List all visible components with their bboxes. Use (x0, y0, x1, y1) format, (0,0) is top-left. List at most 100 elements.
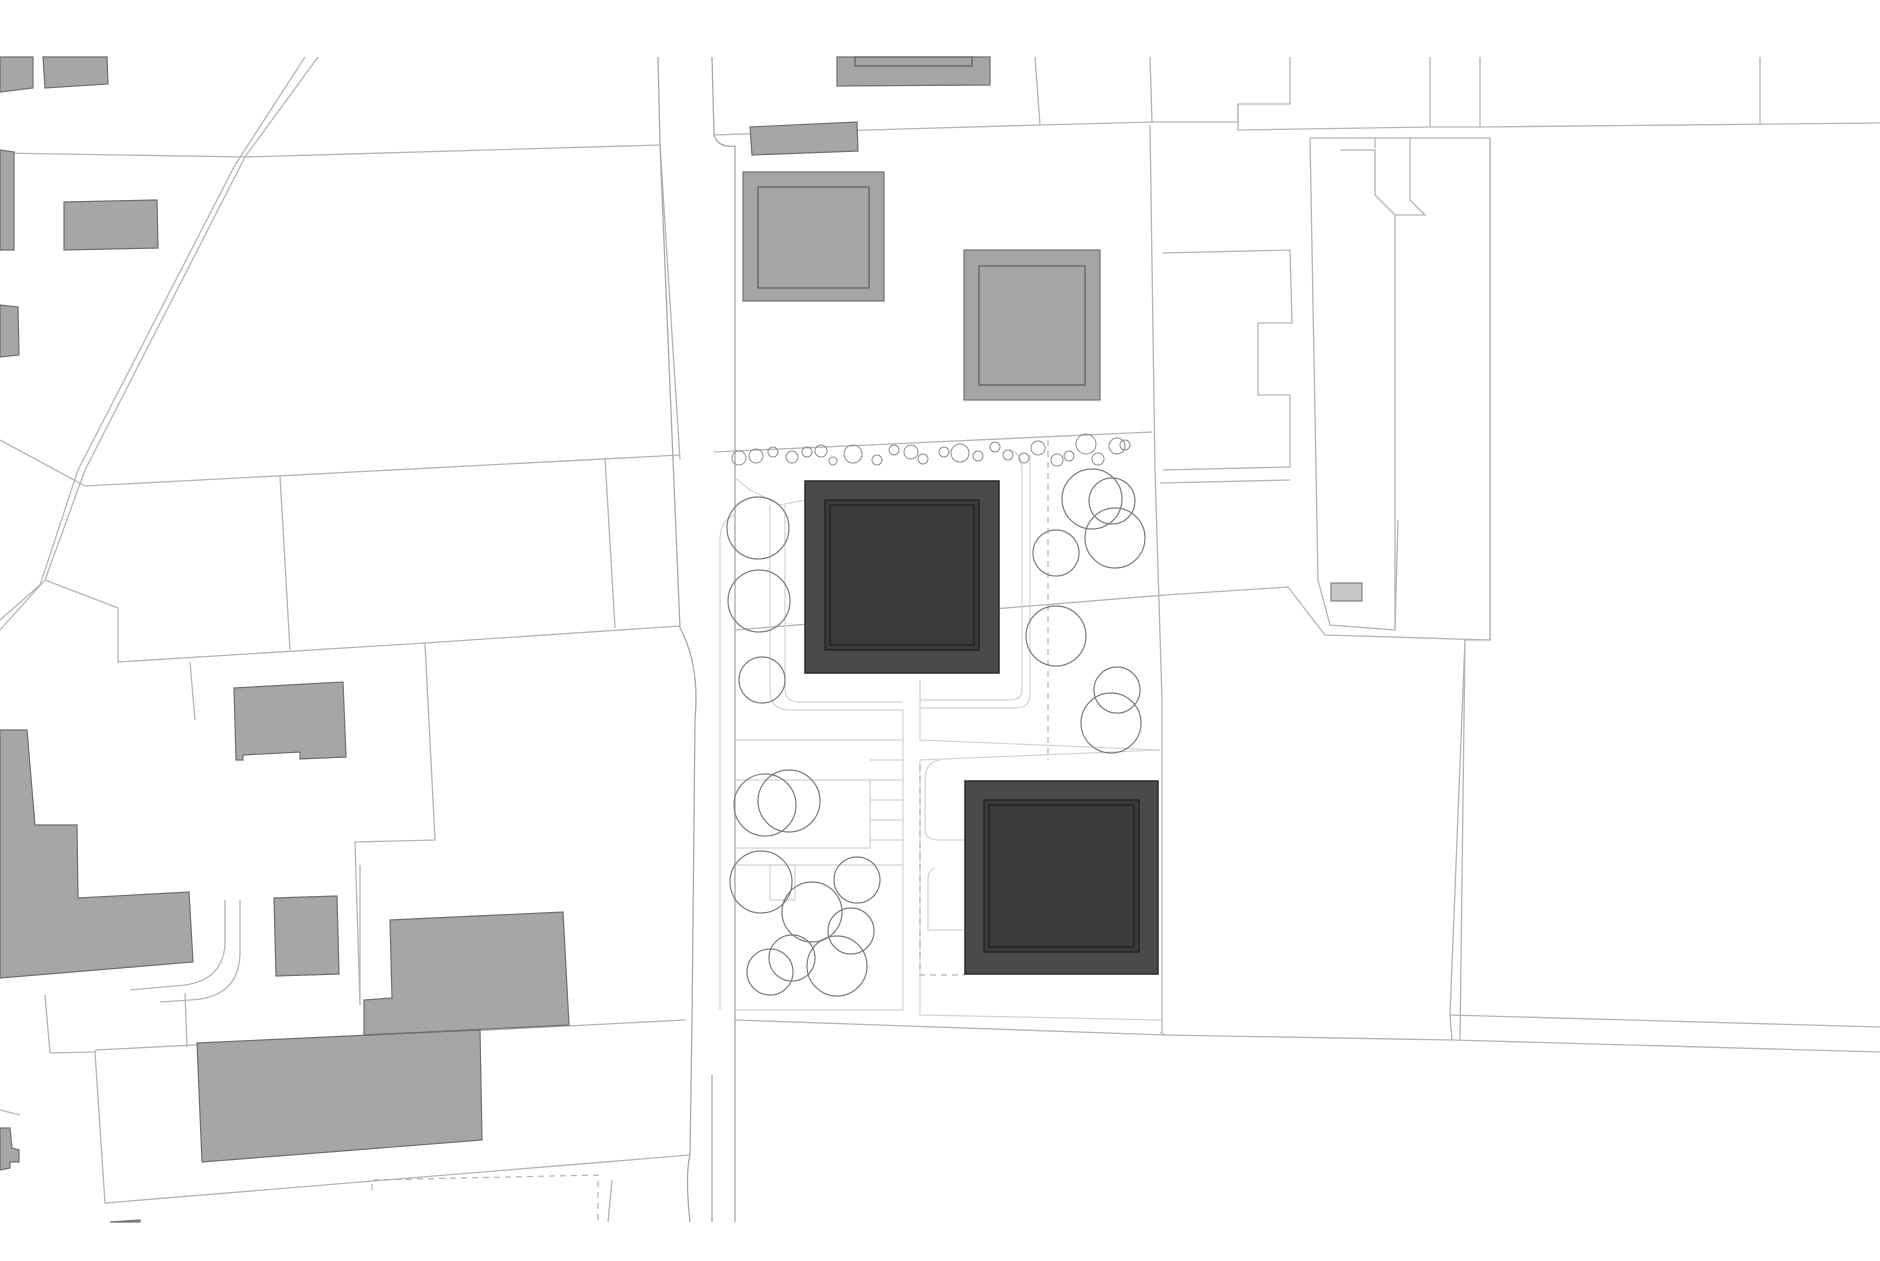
parcel-line (1150, 57, 1291, 123)
parcel-line (0, 144, 661, 158)
footpath (919, 749, 1161, 761)
parcel-line (279, 475, 291, 651)
existing-building-inner (757, 186, 870, 289)
tree (1032, 529, 1080, 577)
footpath (769, 864, 796, 901)
footpath (870, 759, 903, 841)
tree (1093, 666, 1141, 714)
shrub (972, 450, 984, 462)
parcel-line (734, 1019, 1880, 1053)
tree (1088, 477, 1136, 525)
parcel-line (604, 457, 616, 629)
new-buildings (804, 480, 1159, 975)
parcel-line (1449, 1014, 1453, 1041)
parcel-line (607, 1179, 613, 1223)
parcel-line (1237, 57, 1431, 131)
existing-building (109, 1219, 141, 1223)
parcel-line (0, 439, 681, 487)
parcel-line (1149, 56, 1153, 123)
tree (806, 935, 868, 997)
tree (757, 769, 821, 833)
parcel-line (184, 992, 188, 1048)
tree (1061, 468, 1123, 530)
existing-building (42, 56, 109, 89)
parcel-line (0, 1109, 21, 1116)
shrub (1050, 453, 1064, 467)
footpath (927, 867, 965, 931)
parcel-line (1034, 56, 1041, 126)
parcel-line (1479, 122, 1880, 128)
strip-plot (1394, 519, 1399, 631)
existing-building (0, 304, 20, 358)
parcel-line (1149, 124, 1163, 1032)
existing-building (749, 121, 859, 156)
existing-building (363, 911, 570, 1036)
parcel-line (354, 642, 436, 1006)
road-edge-right (711, 56, 736, 1222)
parcel-line (189, 661, 196, 721)
tree (1080, 692, 1142, 754)
existing-building (0, 729, 194, 979)
existing-building-inner (978, 265, 1086, 386)
road-edge-left (657, 56, 697, 1223)
main-road (657, 56, 736, 1223)
shrub (917, 453, 929, 465)
access-curve (159, 900, 241, 1003)
shrub (785, 450, 799, 464)
existing-building (196, 1029, 483, 1163)
existing-building (233, 681, 347, 761)
tree (781, 881, 843, 943)
shrub (871, 454, 883, 466)
tree (726, 496, 790, 560)
footpath (719, 514, 736, 1010)
tree (733, 773, 797, 837)
parcel-line (1159, 479, 1291, 484)
shrub (767, 446, 779, 458)
tree (729, 850, 793, 914)
shrub (888, 444, 900, 456)
footpath (784, 505, 903, 703)
strip-plot (1309, 137, 1396, 631)
shrub (903, 444, 919, 460)
footpath (735, 779, 871, 849)
parcel-line (713, 431, 1153, 453)
existing-building (0, 1127, 20, 1171)
parcel-line (1162, 249, 1293, 471)
footpath (735, 739, 904, 1011)
diagonal-path (0, 56, 306, 621)
parcel-lines-east (713, 56, 1880, 1053)
existing-building (0, 149, 15, 251)
parcel-line (1159, 1031, 1166, 1036)
new-building-north-inner (829, 504, 975, 646)
shrub (801, 446, 813, 458)
existing-buildings (0, 56, 1363, 1223)
parcel-line (1430, 57, 1481, 128)
shrub (950, 443, 970, 463)
existing-building (273, 895, 340, 977)
existing-building (0, 56, 34, 93)
footpath (919, 449, 1023, 701)
footpath (920, 455, 1031, 709)
shrub (843, 444, 863, 464)
dashed-boundary (919, 765, 965, 976)
tree (1025, 605, 1087, 667)
shrub (1075, 433, 1097, 455)
dashed-boundary (371, 1174, 599, 1222)
shrub (828, 456, 838, 466)
shrub (1063, 450, 1075, 462)
site-paths (371, 440, 1163, 1222)
small-structure (1330, 582, 1363, 602)
shrub (1030, 440, 1046, 456)
tree (1084, 507, 1146, 569)
footpath (769, 505, 904, 740)
parcel-line (0, 579, 46, 631)
shrub (1018, 452, 1030, 464)
parcel-line (94, 1051, 691, 1204)
tree (727, 569, 791, 633)
shrub (1119, 439, 1131, 451)
tree (827, 907, 875, 955)
tree (746, 948, 794, 996)
footpath (919, 680, 1161, 751)
shrub (989, 441, 1001, 453)
